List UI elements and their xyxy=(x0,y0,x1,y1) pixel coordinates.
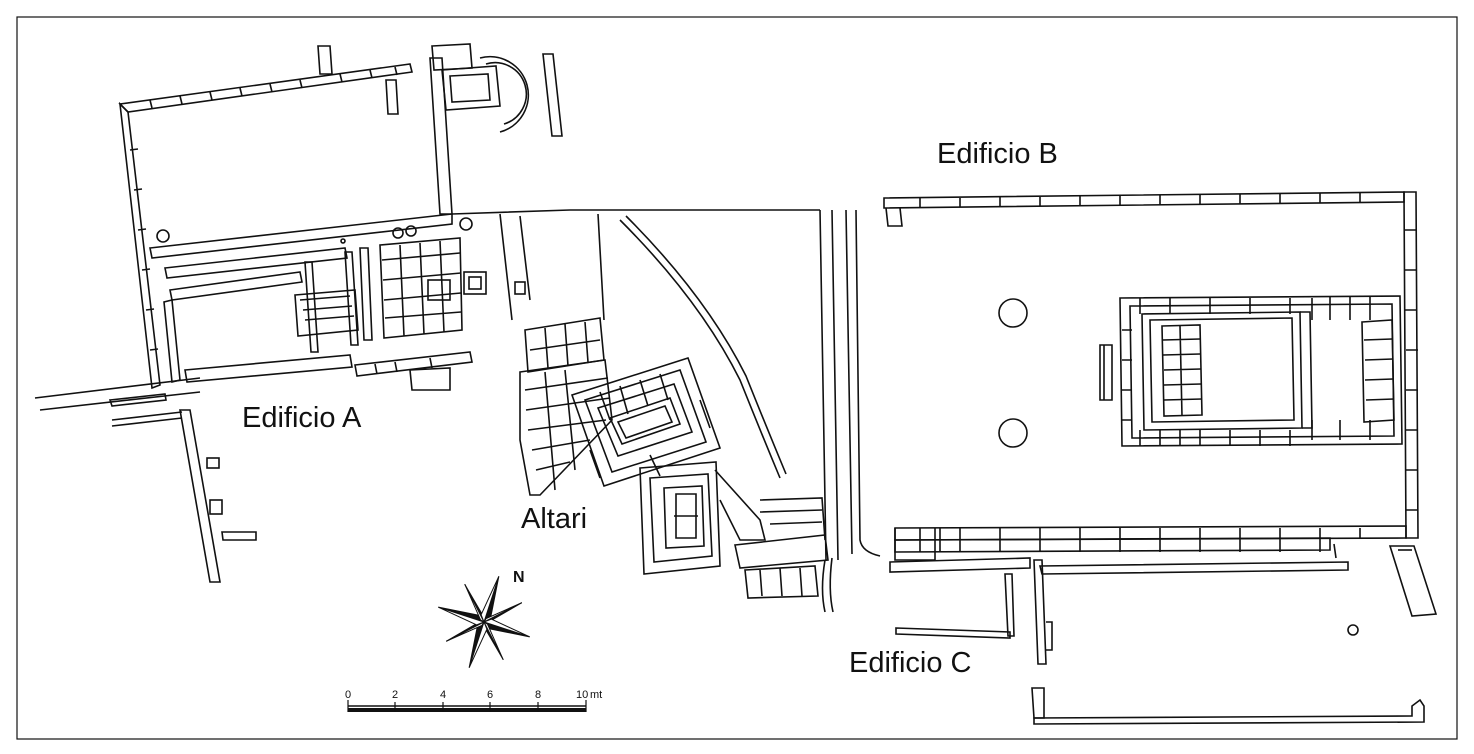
scale-bar xyxy=(347,700,587,712)
map-frame xyxy=(16,16,1458,740)
round-structure xyxy=(431,43,563,137)
building-a-plan xyxy=(34,45,487,583)
compass-north-label: N xyxy=(513,569,525,586)
building-b-label: Edificio B xyxy=(937,138,1058,170)
scale-tick-label: 4 xyxy=(440,689,447,701)
scale-tick-label: 8 xyxy=(535,689,542,701)
scale-tick-label: 2 xyxy=(392,689,399,701)
building-b-plan xyxy=(819,191,1419,561)
building-c-plan xyxy=(889,545,1438,725)
building-a-label: Edificio A xyxy=(242,402,362,434)
compass-rose xyxy=(438,576,530,668)
drain-channel xyxy=(619,215,787,479)
scale-tick-label: 10 xyxy=(576,689,589,701)
roadway-north-edge xyxy=(451,209,820,215)
altars-label: Altari xyxy=(521,503,588,535)
building-c-label: Edificio C xyxy=(849,647,972,679)
scale-tick-label: 6 xyxy=(487,689,494,701)
scale-tick-label: 0 xyxy=(345,689,352,701)
scale-unit-label: mt xyxy=(590,689,603,701)
altars-plan xyxy=(519,317,834,613)
